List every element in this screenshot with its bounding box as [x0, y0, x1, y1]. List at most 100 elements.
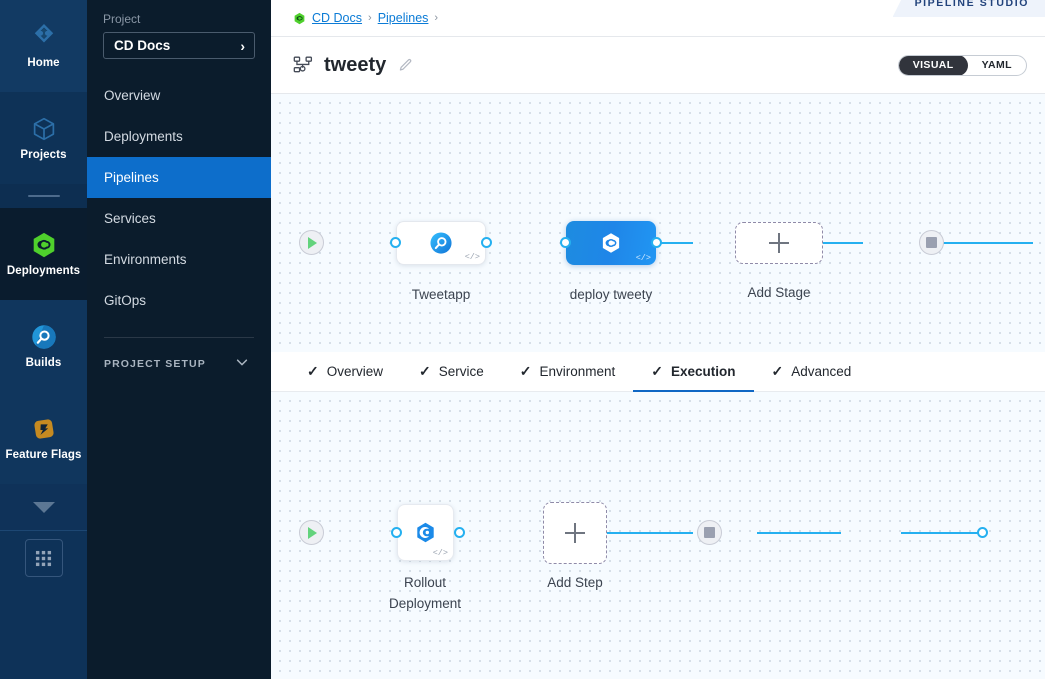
sidebar-item-services[interactable]: Services	[87, 198, 271, 239]
sidebar-divider	[104, 337, 254, 338]
add-step-button[interactable]	[543, 502, 607, 564]
view-mode-toggle[interactable]: VISUAL YAML	[897, 54, 1027, 76]
plus-icon	[565, 523, 585, 543]
tab-label: Overview	[326, 364, 383, 379]
rail-divider	[0, 184, 87, 208]
play-icon	[308, 526, 317, 539]
tab-environment[interactable]: ✓ Environment	[502, 352, 634, 392]
sidebar-item-pipelines[interactable]: Pipelines	[87, 157, 271, 198]
breadcrumb-separator-icon: ›	[434, 12, 439, 24]
cd-deploy-icon	[598, 230, 624, 256]
rail-item-projects[interactable]: Projects	[0, 92, 87, 184]
step-node-rollout-deployment[interactable]: </>	[397, 504, 454, 561]
sidebar-item-label: GitOps	[104, 293, 147, 308]
tab-label: Advanced	[791, 364, 852, 379]
home-diamond-icon	[29, 22, 59, 52]
check-icon: ✓	[651, 363, 664, 379]
project-selector[interactable]: CD Docs ›	[103, 32, 255, 59]
stage-canvas[interactable]: </> Tweetapp </> deploy tweety	[271, 94, 1045, 352]
pipeline-studio-tag: PIPELINE STUDIO	[892, 0, 1045, 17]
port-deploy-out[interactable]	[651, 237, 662, 248]
sidebar-item-label: Services	[104, 211, 156, 226]
builds-circle-icon	[29, 322, 59, 352]
main-area: CD Docs › Pipelines › PIPELINE STUDIO	[271, 0, 1045, 679]
stage-node-deploy-tweety[interactable]: </>	[566, 221, 656, 265]
rail-label-projects: Projects	[20, 149, 67, 162]
execution-start-node[interactable]	[299, 520, 324, 545]
check-icon: ✓	[519, 363, 532, 379]
project-nav-list: Overview Deployments Pipelines Services …	[87, 75, 271, 321]
rail-item-deployments[interactable]: Deployments	[0, 208, 87, 300]
tab-overview[interactable]: ✓ Overview	[289, 352, 401, 392]
breadcrumb-separator-icon: ›	[368, 12, 372, 24]
pipeline-title-bar: tweety VISUAL YAML	[271, 37, 1045, 94]
execution-end-node[interactable]	[697, 520, 722, 545]
breadcrumb-link-cd-docs[interactable]: CD Docs	[312, 11, 363, 25]
sidebar-item-deployments[interactable]: Deployments	[87, 116, 271, 157]
breadcrumb-link-pipelines[interactable]: Pipelines	[377, 11, 429, 25]
check-icon: ✓	[307, 363, 319, 379]
sidebar-item-label: Overview	[104, 88, 161, 103]
rail-more-button[interactable]	[0, 484, 87, 530]
check-icon: ✓	[419, 363, 431, 379]
page-title: tweety	[324, 53, 387, 76]
tab-advanced[interactable]: ✓ Advanced	[754, 352, 870, 392]
play-icon	[308, 236, 317, 249]
tab-label: Execution	[671, 364, 736, 379]
add-step-label: Add Step	[547, 575, 603, 590]
execution-canvas[interactable]: </> Rollout Deployment Add Step	[271, 392, 1045, 679]
toggle-option-visual[interactable]: VISUAL	[898, 55, 968, 75]
chevron-right-icon: ›	[240, 37, 245, 54]
port-rollout-in[interactable]	[391, 527, 402, 538]
sidebar-item-overview[interactable]: Overview	[87, 75, 271, 116]
stage-label-tweetapp: Tweetapp	[411, 287, 471, 302]
port-deploy-in[interactable]	[560, 237, 571, 248]
edge-start-to-rollout	[593, 532, 693, 534]
rail-item-builds[interactable]: Builds	[0, 300, 87, 392]
project-selector-value: CD Docs	[114, 38, 171, 53]
stage-node-tweetapp[interactable]: </>	[396, 221, 486, 265]
project-sidebar: Project CD Docs › Overview Deployments P…	[87, 0, 271, 679]
stage-label-deploy-tweety: deploy tweety	[569, 287, 653, 302]
caret-down-icon	[32, 501, 55, 513]
rail-item-home[interactable]: Home	[0, 0, 87, 92]
stage-code-badge[interactable]: </>	[635, 253, 651, 263]
module-rail: Home Projects	[0, 0, 87, 679]
add-stage-button[interactable]	[735, 222, 823, 264]
feature-flags-icon	[29, 414, 59, 444]
app-grid-button[interactable]	[24, 539, 63, 577]
sidebar-item-gitops[interactable]: GitOps	[87, 280, 271, 321]
step-label-rollout-deployment: Rollout Deployment	[388, 575, 462, 611]
sidebar-item-label: Pipelines	[104, 170, 159, 185]
cube-icon	[29, 114, 59, 144]
check-icon: ✓	[771, 363, 784, 379]
project-section-label: Project	[103, 12, 141, 26]
tab-service[interactable]: ✓ Service	[401, 352, 502, 392]
project-setup-toggle[interactable]: PROJECT SETUP	[87, 344, 271, 384]
breadcrumb-bar: CD Docs › Pipelines › PIPELINE STUDIO	[271, 0, 1045, 37]
rail-label-feature-flags: Feature Flags	[5, 449, 82, 462]
project-setup-label: PROJECT SETUP	[104, 358, 206, 370]
rail-item-feature-flags[interactable]: Feature Flags	[0, 392, 87, 484]
sidebar-item-label: Deployments	[104, 129, 183, 144]
rail-label-builds: Builds	[25, 357, 62, 370]
toggle-option-yaml[interactable]: YAML	[981, 59, 1012, 71]
rollout-deployment-icon	[413, 520, 438, 545]
port-exec-end-in[interactable]	[977, 527, 988, 538]
stage-code-badge[interactable]: </>	[464, 252, 480, 262]
rail-footer	[0, 530, 87, 679]
port-tweetapp-in[interactable]	[390, 237, 401, 248]
port-rollout-out[interactable]	[454, 527, 465, 538]
edge-rollout-to-addstep	[757, 532, 841, 534]
ci-build-icon	[428, 230, 454, 256]
rail-divider-line	[27, 195, 60, 197]
pipeline-end-node[interactable]	[919, 230, 944, 255]
pipeline-start-node[interactable]	[299, 230, 324, 255]
tab-execution[interactable]: ✓ Execution	[633, 352, 754, 393]
port-tweetapp-out[interactable]	[481, 237, 492, 248]
pencil-edit-icon[interactable]	[398, 57, 414, 73]
sidebar-item-environments[interactable]: Environments	[87, 239, 271, 280]
add-stage-label: Add Stage	[747, 285, 811, 300]
step-code-badge[interactable]: </>	[432, 548, 448, 558]
